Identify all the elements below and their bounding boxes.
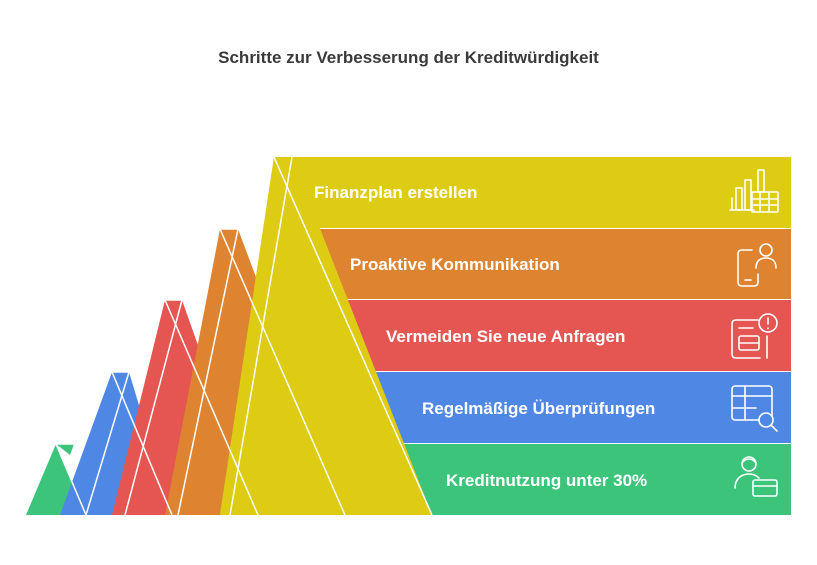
step-dividers — [55, 156, 433, 516]
step-4-back — [60, 372, 129, 515]
diagram-title: Schritte zur Verbesserung der Kreditwürd… — [218, 48, 599, 67]
step-1-triangle — [220, 157, 432, 515]
person-card-icon — [734, 456, 778, 497]
step-3-label: Vermeiden Sie neue Anfragen — [386, 327, 625, 346]
chart-table-icon — [729, 169, 779, 213]
step-1-shade — [220, 157, 282, 515]
step-2-band — [300, 229, 791, 299]
step-1-label: Finanzplan erstellen — [314, 183, 477, 202]
step-3-back — [112, 300, 182, 515]
table-search-icon — [731, 385, 778, 432]
step-1: Finanzplan erstellen — [220, 157, 791, 515]
step-1-band — [274, 157, 791, 228]
step-5-label: Kreditnutzung unter 30% — [446, 471, 647, 490]
step-4-label: Regelmäßige Überprüfungen — [422, 399, 655, 418]
step-5-edge — [56, 444, 74, 455]
step-2-back — [165, 229, 238, 515]
step-2-label: Proaktive Kommunikation — [350, 255, 560, 274]
document-alert-icon — [731, 313, 778, 359]
phone-person-icon — [737, 243, 777, 287]
